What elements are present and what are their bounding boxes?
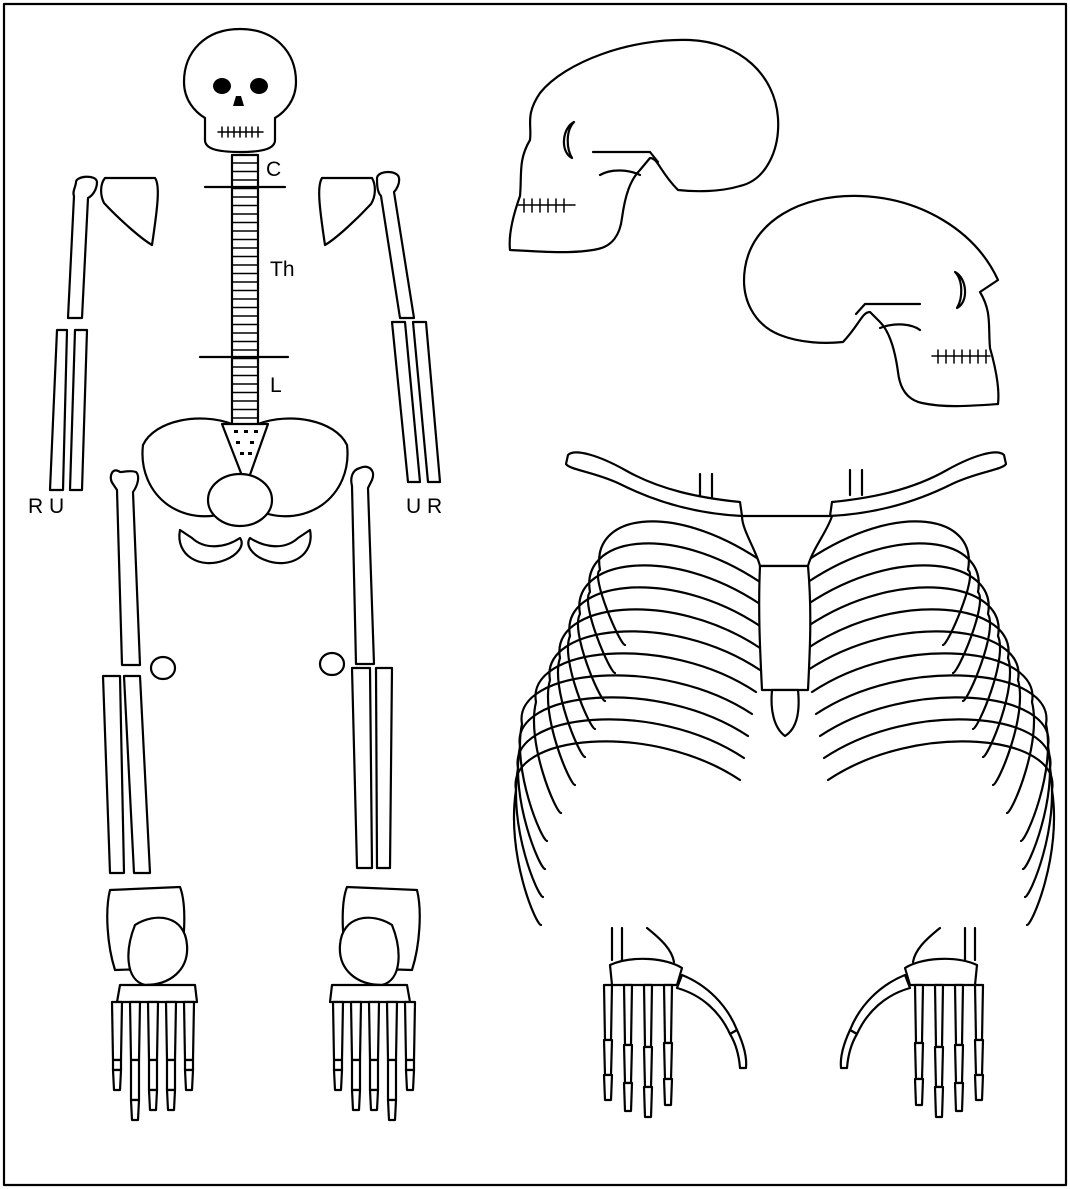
rib [518,697,748,869]
rib [816,675,1048,841]
right-humerus [68,177,97,318]
pelvis [142,419,347,564]
left-patella [320,653,344,675]
rib [808,521,970,645]
full-skeleton: C Th L R U U R [28,29,442,1120]
left-foot [330,887,420,1120]
rib [514,741,740,925]
left-femur [351,467,374,664]
right-scapula [101,178,158,245]
rib [820,697,1050,869]
rib [808,587,1000,729]
right-foot [107,887,197,1120]
right-hand [604,928,746,1117]
right-forearm [50,330,87,490]
label-lumbar: L [270,374,282,397]
right-patella [151,657,175,679]
rib [824,719,1052,897]
left-scapula [319,178,375,245]
left-lower-leg [352,668,392,868]
skull-lateral-left [510,40,779,252]
label-left-arm: U R [406,495,442,518]
left-forearm [392,322,440,482]
rib [828,741,1054,925]
label-cervical: C [266,158,281,181]
manubrium [742,516,832,566]
rib [516,719,744,897]
thorax [514,452,1054,925]
sternum-body [759,566,810,690]
diagram-border [4,4,1066,1185]
rib [568,587,760,729]
left-humerus [377,172,414,318]
rib [520,675,752,841]
rib [808,609,1010,757]
right-lower-leg [103,676,150,873]
right-femur [111,470,140,665]
left-ribs [808,521,1054,925]
skull-front [184,29,296,152]
right-clavicle [566,452,742,516]
label-thoracic: Th [270,258,295,281]
rib [598,521,760,645]
left-clavicle [830,452,1006,516]
label-right-arm: R U [28,495,64,518]
rib [558,609,760,757]
skull-lateral-right [744,196,998,406]
xiphoid [772,690,799,736]
left-hand [841,928,983,1117]
right-ribs [514,521,760,925]
